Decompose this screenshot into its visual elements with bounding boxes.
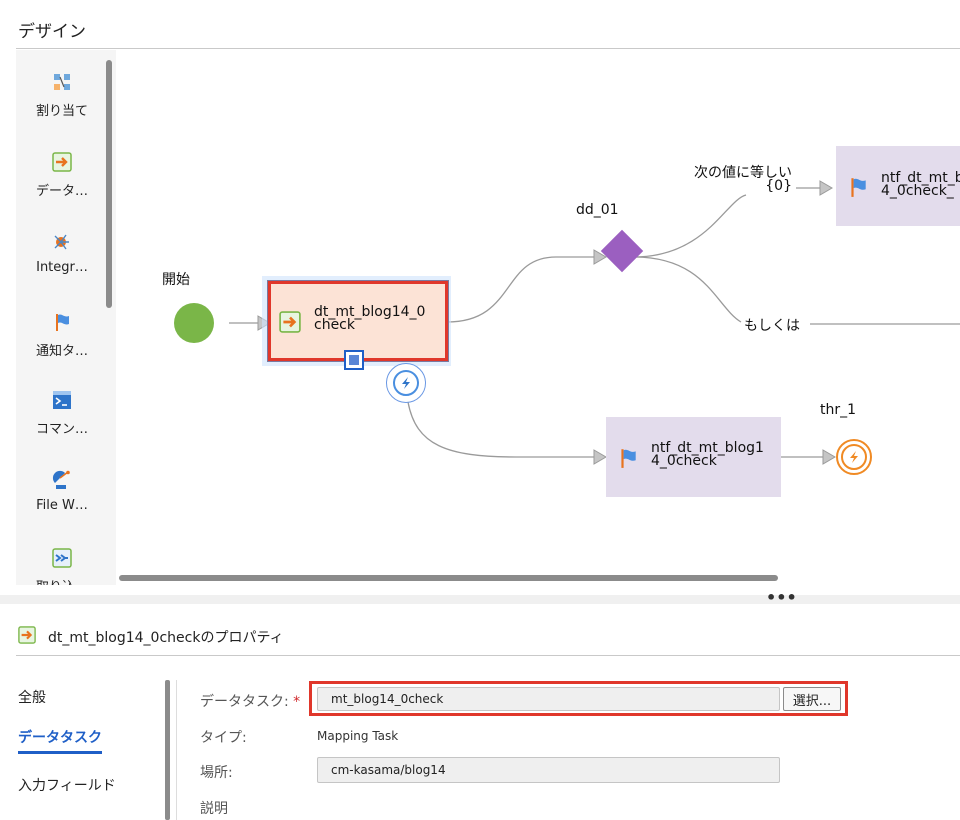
palette-item-assignment[interactable]: 割り当て: [16, 72, 108, 119]
palette-label-assignment: 割り当て: [35, 104, 88, 119]
branch-other-label: もしくは: [744, 318, 800, 334]
notify-top-line2: 4_0check_: [881, 183, 954, 199]
data-task-icon: [52, 152, 72, 172]
tab-data-task[interactable]: データタスク: [18, 727, 102, 754]
palette-label-integration: Integr…: [36, 260, 88, 275]
notification-flag-icon: [847, 176, 869, 202]
data-task-label-text: データタスク:: [200, 694, 289, 710]
branch-equal-line1: 次の値に等しい: [694, 165, 792, 181]
palette-label-command: コマン…: [35, 422, 88, 437]
notification-flag-icon: [52, 312, 72, 332]
data-task-field-label: データタスク: *: [200, 691, 300, 711]
palette-item-integration[interactable]: Integr…: [16, 232, 108, 275]
palette-item-file-watcher[interactable]: File W…: [16, 470, 108, 513]
data-task-input[interactable]: mt_blog14_0check: [317, 687, 780, 711]
header-divider: [16, 48, 960, 49]
notify-top-line1: ntf_dt_mt_b: [881, 170, 960, 186]
flow-connectors: [229, 180, 960, 465]
notification-flag-icon: [617, 447, 639, 473]
notify-top-name: ntf_dt_mt_b 4_0check_: [881, 170, 960, 199]
select-button[interactable]: 選択...: [783, 687, 841, 711]
task-info-handle[interactable]: [344, 350, 364, 370]
throw-event-node[interactable]: [836, 439, 872, 475]
ingestion-icon: [52, 548, 72, 568]
properties-divider: [16, 655, 960, 656]
command-icon: [52, 390, 72, 410]
palette-item-ingestion[interactable]: 取り込…: [16, 548, 108, 585]
location-label: 場所:: [200, 765, 233, 781]
highlight-frame: [309, 681, 848, 716]
palette-label-ingestion: 取り込…: [16, 576, 108, 585]
properties-nav-divider: [176, 680, 177, 820]
integration-icon: [52, 232, 72, 252]
branch-equal-label: 次の値に等しい {0}: [694, 165, 792, 194]
palette-item-data-task[interactable]: データ…: [16, 152, 108, 199]
properties-nav-scrollbar[interactable]: [165, 680, 170, 820]
palette-item-command[interactable]: コマン…: [16, 390, 108, 437]
notify-bottom-line1: ntf_dt_mt_blog1: [651, 440, 764, 456]
canvas-horizontal-scrollbar[interactable]: [119, 575, 778, 581]
design-header-title: デザイン: [18, 22, 86, 42]
palette-label-notification: 通知タ…: [35, 344, 88, 359]
description-label: 説明: [200, 801, 228, 817]
location-input[interactable]: cm-kasama/blog14: [317, 757, 780, 783]
task-node-name: dt_mt_blog14_0 check: [314, 304, 426, 333]
data-task-icon: [18, 626, 36, 648]
tab-input-fields[interactable]: 入力フィールド: [18, 778, 116, 794]
start-node[interactable]: [174, 303, 214, 343]
throw-label: thr_1: [820, 402, 857, 418]
palette-label-file-watcher: File W…: [36, 498, 88, 513]
required-marker: *: [293, 694, 301, 710]
type-value: Mapping Task: [317, 729, 399, 743]
panel-splitter[interactable]: [0, 595, 960, 604]
data-task-node-icon: [279, 311, 301, 333]
assignment-icon: [52, 72, 72, 92]
branch-equal-line2: {0}: [765, 178, 792, 194]
notify-bottom-line2: 4_0check: [651, 453, 717, 469]
notify-bottom-name: ntf_dt_mt_blog1 4_0check: [651, 440, 764, 469]
start-label: 開始: [162, 272, 190, 288]
tab-general[interactable]: 全般: [18, 690, 46, 706]
decision-label: dd_01: [576, 202, 619, 218]
task-node-name-line2: check: [314, 317, 355, 333]
palette-label-data-task: データ…: [35, 184, 88, 199]
step-palette[interactable]: 割り当て データ… Integr… 通知タ…: [16, 50, 116, 585]
task-node-name-line1: dt_mt_blog14_0: [314, 304, 426, 320]
type-label: タイプ:: [200, 730, 247, 746]
file-watcher-icon: [52, 470, 72, 490]
lightning-icon: [393, 370, 419, 396]
throw-lightning-icon: [841, 444, 867, 470]
palette-scrollbar[interactable]: [106, 60, 112, 308]
splitter-grip[interactable]: •••: [766, 588, 797, 607]
design-canvas[interactable]: 開始 dt_mt_blog14_0 check dd_01 次の値に等しい {0…: [116, 50, 960, 595]
properties-title: dt_mt_blog14_0checkのプロパティ: [48, 630, 284, 646]
palette-item-notification[interactable]: 通知タ…: [16, 312, 108, 359]
info-icon: [349, 355, 359, 365]
